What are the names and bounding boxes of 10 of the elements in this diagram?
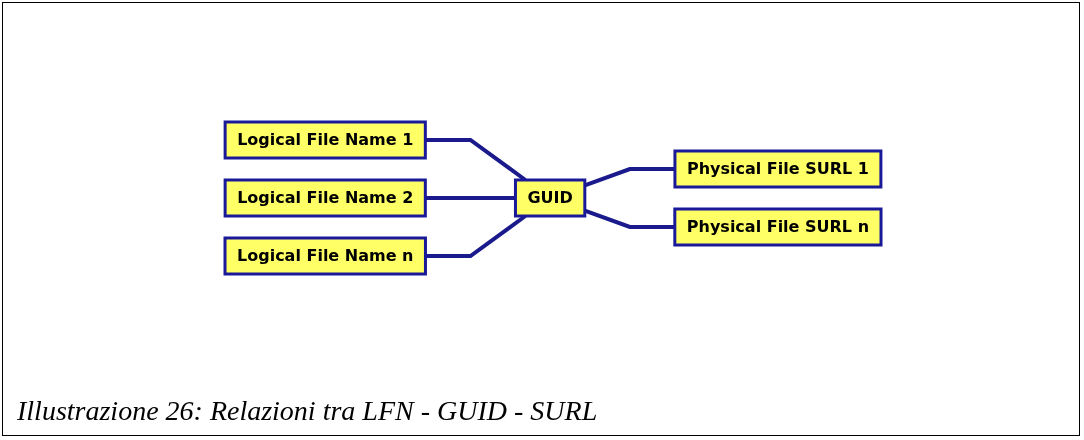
caption: Illustrazione 26: Relazioni tra LFN - GUID - SURL bbox=[17, 395, 598, 427]
node-box: Logical File Name 1 bbox=[223, 120, 427, 160]
node-box: Physical File SURL n bbox=[673, 207, 883, 247]
connector bbox=[584, 208, 675, 229]
node-box: Logical File Name 2 bbox=[223, 178, 427, 218]
node-box: Logical File Name n bbox=[223, 236, 427, 276]
connector bbox=[584, 167, 675, 188]
connector bbox=[425, 196, 516, 200]
node-box: GUID bbox=[513, 178, 587, 218]
node-box: Physical File SURL 1 bbox=[673, 149, 883, 189]
